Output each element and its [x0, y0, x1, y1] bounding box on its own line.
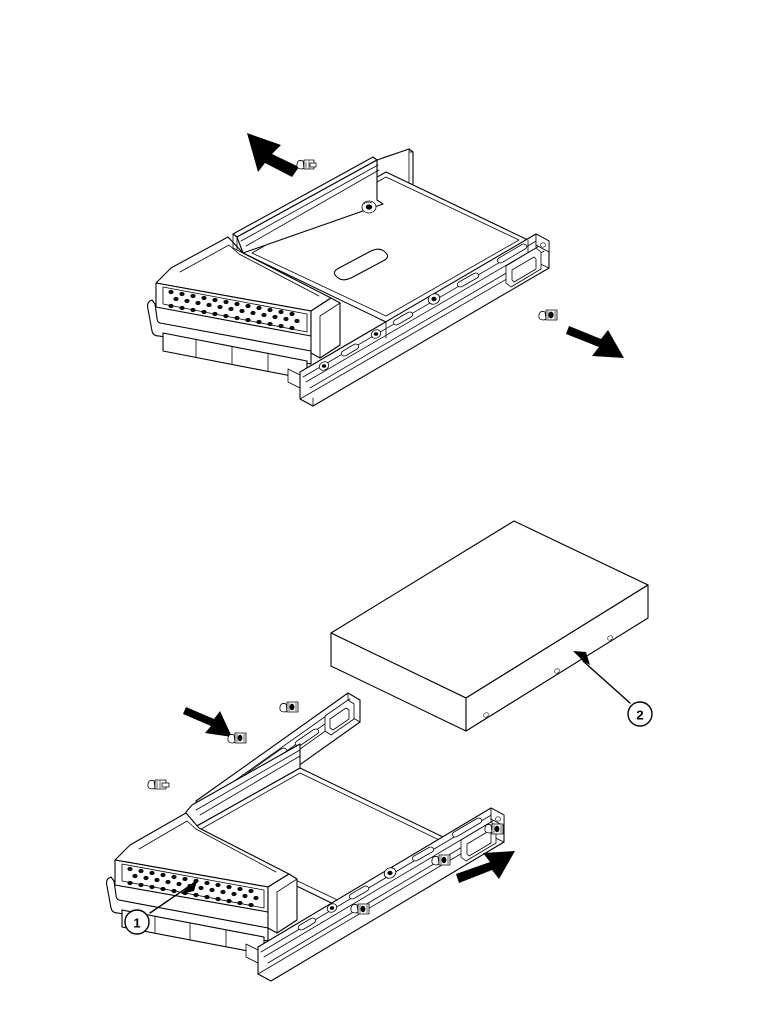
right-side-rail-bottom — [257, 807, 505, 982]
front-bezel-vent — [168, 289, 300, 331]
callout-2-number: 2 — [636, 708, 643, 723]
callout-1-number: 1 — [133, 916, 140, 931]
left-side-rail-top — [232, 233, 244, 254]
arrow-down-right-icon — [566, 326, 624, 358]
screw-left-upper-icon — [279, 701, 299, 713]
callout-2: 2 — [573, 651, 653, 727]
screw-right-middle-icon — [431, 854, 451, 866]
arrow-up-left-icon-2 — [456, 851, 515, 883]
rail-slot-group — [318, 243, 528, 371]
screw-bottom-right-icon — [538, 309, 558, 321]
screw-left-lower-icon — [227, 732, 247, 744]
tray-floor-slot — [333, 248, 389, 281]
drive-mounting-holes — [483, 635, 613, 718]
arrow-up-left-icon — [247, 133, 299, 177]
drive-tray-top — [146, 148, 529, 397]
tray-boss-hole — [361, 200, 377, 214]
screw-top-left-icon — [296, 159, 317, 170]
screw-front-left-icon — [147, 779, 170, 790]
callout-1: 1 — [124, 878, 198, 935]
screw-right-upper-icon — [484, 823, 504, 835]
arrow-down-right-icon-2 — [183, 707, 232, 737]
callout-1-circle — [124, 909, 150, 935]
screw-right-lower-icon — [350, 903, 370, 915]
right-side-rail-top — [299, 233, 550, 407]
callout-2-circle — [627, 701, 653, 727]
hard-disk-drive — [330, 520, 649, 732]
figure-bottom: 2 — [105, 520, 653, 982]
figure-top — [146, 133, 624, 407]
